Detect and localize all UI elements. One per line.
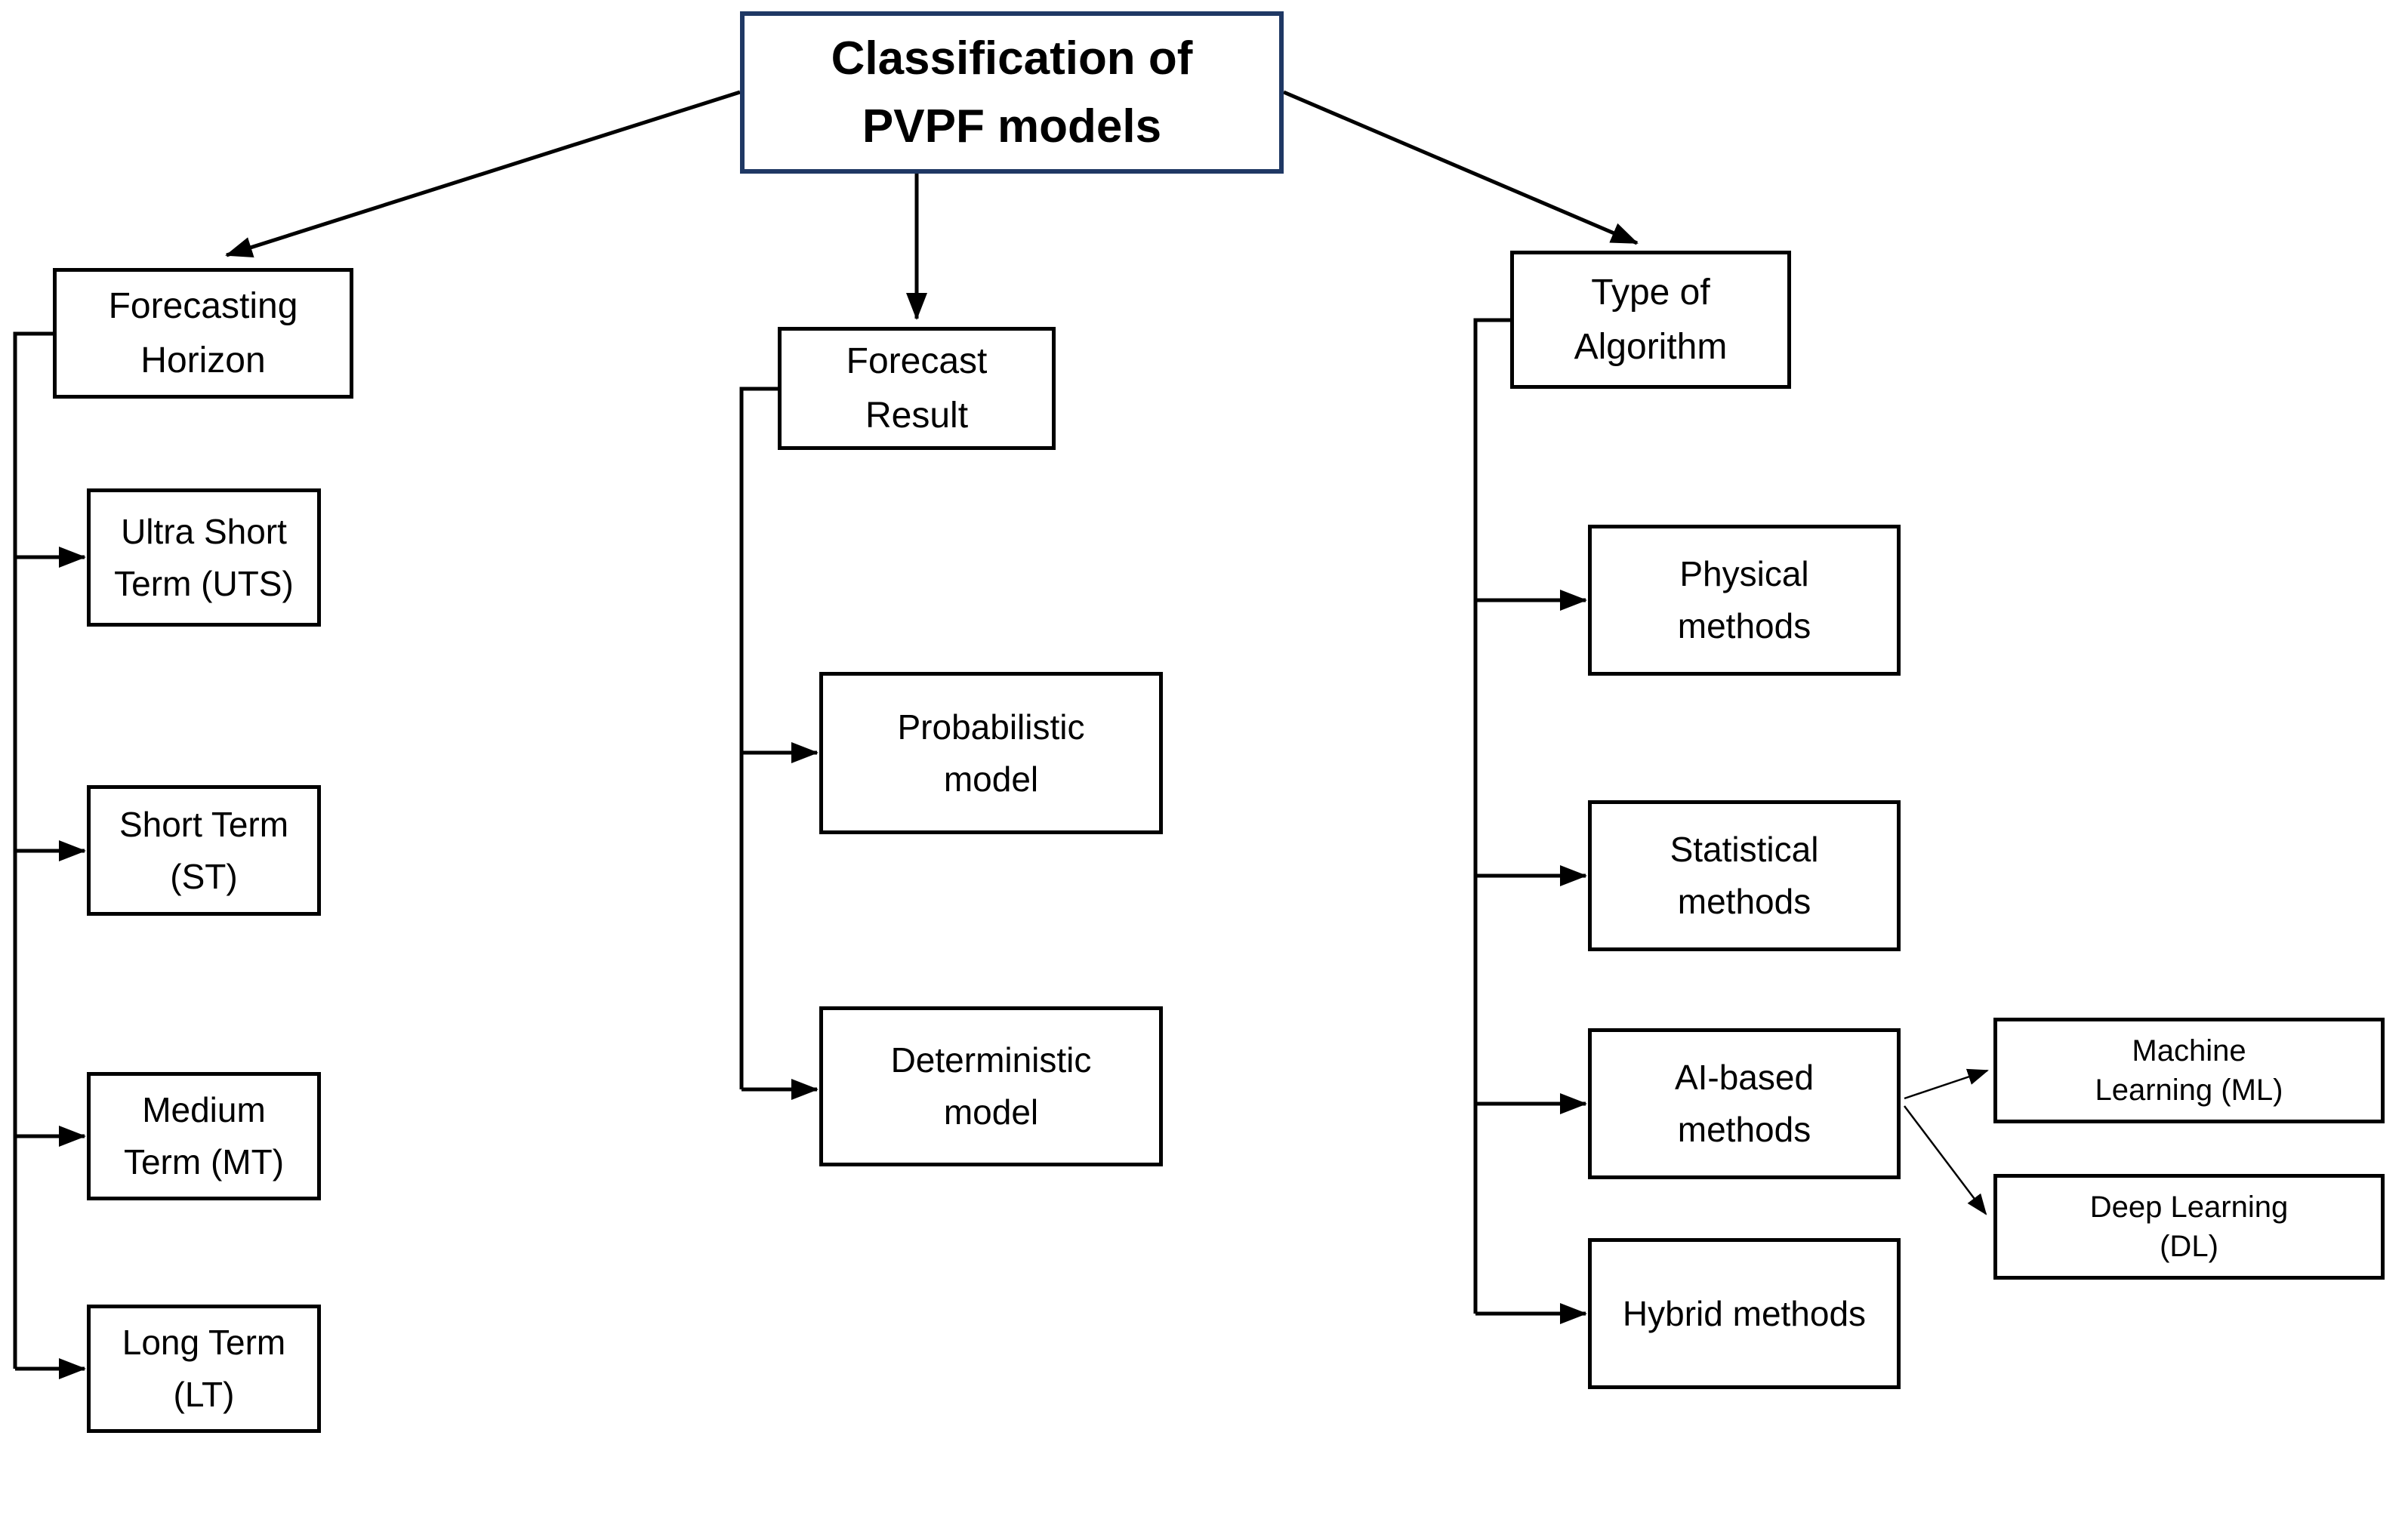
- node-label: Statistical methods: [1670, 830, 1819, 921]
- diagram-title: Classification of PVPF models: [831, 32, 1193, 152]
- node-machine-learning: Machine Learning (ML): [1993, 1018, 2385, 1123]
- connector-title-to-forecasting-horizon: [225, 90, 741, 258]
- node-statistical-methods: Statistical methods: [1588, 800, 1901, 951]
- node-label: Long Term (LT): [122, 1323, 286, 1414]
- node-label: Probabilistic model: [897, 707, 1085, 799]
- node-type-of-algorithm: Type of Algorithm: [1510, 251, 1791, 389]
- node-label: Machine Learning (ML): [2095, 1034, 2283, 1107]
- connector-ai-to-deep-learning: [1904, 1105, 1987, 1215]
- node-forecast-result: Forecast Result: [778, 327, 1056, 450]
- node-label: Forecasting Horizon: [108, 285, 298, 380]
- node-long-term: Long Term (LT): [87, 1305, 321, 1433]
- title-box: Classification of PVPF models: [740, 11, 1284, 174]
- node-ultra-short-term: Ultra Short Term (UTS): [87, 488, 321, 627]
- node-ai-based-methods: AI-based methods: [1588, 1028, 1901, 1179]
- node-label: Medium Term (MT): [123, 1090, 285, 1181]
- node-label: Deterministic model: [890, 1040, 1092, 1132]
- node-label: Physical methods: [1677, 554, 1811, 645]
- node-forecasting-horizon: Forecasting Horizon: [53, 268, 353, 399]
- node-label: Type of Algorithm: [1574, 272, 1728, 367]
- node-deterministic-model: Deterministic model: [819, 1006, 1163, 1166]
- node-label: Ultra Short Term (UTS): [114, 511, 294, 603]
- connector-ai-to-machine-learning: [1904, 1068, 1989, 1100]
- node-medium-term: Medium Term (MT): [87, 1072, 321, 1200]
- connector-forecasting-horizon-spine: [13, 331, 53, 1369]
- node-label: AI-based methods: [1674, 1058, 1814, 1149]
- node-hybrid-methods: Hybrid methods: [1588, 1238, 1901, 1389]
- node-label: Deep Learning (DL): [2089, 1191, 2289, 1263]
- node-short-term: Short Term (ST): [87, 785, 321, 916]
- node-deep-learning: Deep Learning (DL): [1993, 1174, 2385, 1280]
- node-label: Hybrid methods: [1622, 1293, 1867, 1333]
- connector-title-to-type-of-algorithm: [1283, 90, 1639, 245]
- node-label: Short Term (ST): [119, 804, 289, 896]
- connector-type-of-algorithm-spine: [1473, 318, 1510, 1314]
- node-probabilistic-model: Probabilistic model: [819, 672, 1163, 834]
- node-physical-methods: Physical methods: [1588, 525, 1901, 676]
- connector-forecast-result-spine: [739, 387, 778, 1089]
- node-label: Forecast Result: [846, 340, 988, 436]
